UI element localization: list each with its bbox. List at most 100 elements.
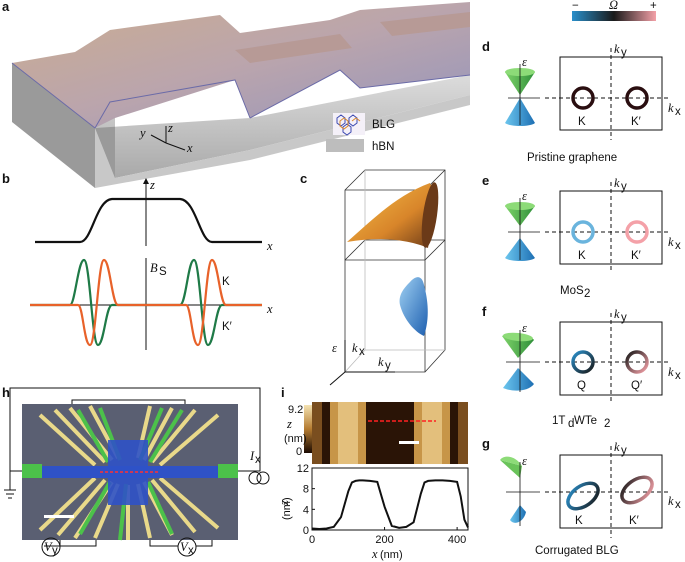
f-caption-post: WTe [574, 415, 597, 427]
h-gold-leads [38, 405, 220, 540]
c-lower-cone [399, 277, 428, 336]
i-profile-line [311, 479, 469, 531]
h-vx-sub: x [188, 545, 194, 557]
colorbar-minus: − [572, 0, 579, 12]
panel-label-c: c [300, 171, 307, 186]
g-eps: ε [522, 454, 527, 468]
axis-label-z: z [167, 121, 173, 135]
f-ky-label: k [614, 307, 620, 321]
f-kx-sub: x [675, 370, 681, 382]
f-ring-right [625, 350, 649, 374]
panel-label-e: e [482, 173, 489, 188]
terrace-1 [235, 34, 352, 63]
c-kx-sub: x [359, 346, 365, 358]
substrate-left-face [12, 63, 115, 188]
b-bs-label: B [150, 261, 158, 275]
f-tilted-cone-icon [502, 330, 540, 392]
i-ytick-label: 12 [297, 463, 309, 475]
panel-label-f: f [482, 304, 487, 319]
i-ytick-label: 4 [303, 504, 309, 516]
g-ring-right [620, 475, 654, 505]
panel-a: a z y x BLG hBN [2, 0, 471, 188]
panel-label-a: a [2, 0, 10, 14]
axis-label-y: y [138, 126, 146, 140]
f-right-label: Q′ [631, 380, 642, 392]
e-ring-left [571, 220, 595, 244]
panel-f: f k y k x Q Q′ ε 1T d WTe 2 [482, 304, 681, 430]
i-afm-image [312, 402, 468, 464]
e-kx-sub: x [675, 240, 681, 252]
g-caption: Corrugated BLG [535, 545, 619, 557]
colorbar-omega: Ω [609, 0, 618, 12]
h-vy-sub: y [52, 545, 58, 557]
b-k-label: K [222, 276, 230, 288]
i-cb-unit: z [286, 417, 292, 431]
panel-label-g: g [482, 436, 490, 451]
h-vx: V [180, 540, 189, 554]
f-eps: ε [522, 321, 527, 335]
g-ky-label: k [614, 440, 620, 454]
h-circuit [4, 387, 270, 557]
i-xtick-label: 200 [375, 534, 393, 546]
b-height-profile [35, 197, 262, 244]
i-xtick-label: 0 [309, 534, 315, 546]
blg-edge-2 [11, 62, 471, 129]
h-ix-sub: x [255, 454, 261, 466]
b-top-z-label: z [149, 178, 155, 192]
h-scale-bar [44, 515, 74, 518]
f-caption-sub: d [568, 418, 574, 430]
b-bs-sub: S [159, 266, 167, 278]
e-left-label: K [578, 250, 586, 262]
e-caption: MoS [560, 285, 584, 297]
i-cb-unit2: (nm) [284, 433, 307, 445]
legend-hbn-label: hBN [372, 141, 394, 153]
h-vy: V [44, 540, 53, 554]
b-k-curve [30, 258, 262, 347]
panel-label-b: b [2, 171, 10, 186]
b-top-z-arrow [143, 178, 149, 184]
i-plot-frame [311, 467, 469, 531]
e-kx-label: k [668, 235, 674, 249]
c-ky: k [378, 355, 384, 369]
panel-c: c ε k x k y [300, 169, 446, 386]
d-ring-right [625, 86, 649, 110]
f-ky-sub: y [621, 312, 627, 324]
d-dirac-cone-icon [505, 64, 540, 126]
e-eps: ε [522, 189, 527, 203]
omega-colorbar: − Ω + [572, 0, 657, 21]
d-kx-label: k [668, 101, 674, 115]
legend-hbn-swatch [326, 139, 364, 152]
g-ky-sub: y [621, 445, 627, 457]
f-left-label: Q [577, 380, 586, 392]
c-eps: ε [332, 341, 337, 355]
g-ring-left [566, 481, 600, 511]
c-upper-cone [347, 183, 434, 248]
panel-label-h: h [2, 385, 10, 400]
c-ky-sub: y [385, 360, 391, 372]
i-ytick-label: 0 [303, 525, 309, 537]
e-ky-sub: y [621, 181, 627, 193]
d-caption: Pristine graphene [527, 152, 617, 164]
panel-label-i: i [281, 385, 285, 400]
blg-sheet [12, 2, 470, 128]
d-ky-label: k [614, 42, 620, 56]
b-kprime-label: K′ [222, 321, 232, 333]
d-eps: ε [522, 55, 527, 69]
omega-colorbar-gradient [572, 11, 656, 21]
i-ylabel-unit: (nm) [281, 497, 293, 520]
panel-e: e k y k x K K′ ε MoS 2 [482, 173, 681, 300]
i-ylabel: z [277, 500, 291, 506]
panel-h: h [2, 385, 270, 557]
e-ring-right [625, 220, 649, 244]
panel-label-d: d [482, 39, 490, 54]
panel-b: b z x B S x K K′ [2, 171, 273, 350]
d-right-label: K′ [631, 116, 641, 128]
panel-d: d k y k x K K′ ε Pristine graphene [482, 39, 681, 164]
d-left-label: K [578, 116, 586, 128]
g-kx-sub: x [675, 499, 681, 511]
b-top-x-label: x [266, 239, 273, 253]
b-bottom-x-label: x [266, 302, 273, 316]
legend-blg-label: BLG [372, 119, 395, 131]
